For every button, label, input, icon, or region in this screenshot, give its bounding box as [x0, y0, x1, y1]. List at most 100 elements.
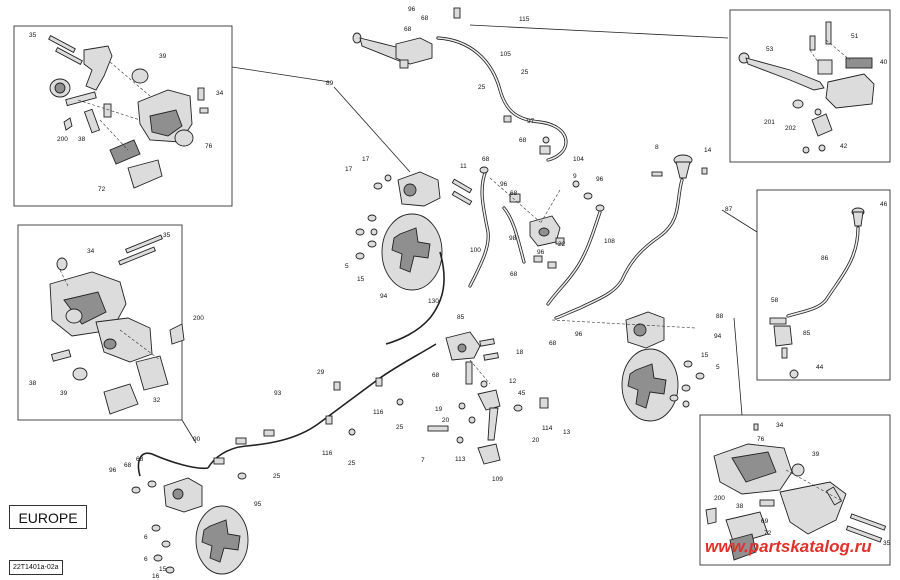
inset-right-caliper — [699, 414, 891, 566]
rear-disc-fasteners — [151, 524, 175, 574]
rear-caliper-assembly — [49, 234, 185, 415]
callout-20-a: 20 — [442, 417, 450, 424]
main-right-caliper — [625, 311, 665, 349]
callout-68-e: 68 — [510, 190, 518, 197]
callout-18: 18 — [516, 349, 524, 356]
callout-8: 8 — [655, 144, 659, 151]
brake-disc-left — [381, 213, 443, 291]
master-cylinder — [445, 331, 499, 385]
callout-38-c: 38 — [736, 503, 744, 510]
callout-114: 114 — [542, 425, 553, 432]
callout-96-c: 96 — [500, 181, 508, 188]
callout-44: 44 — [816, 364, 824, 371]
callout-15-b: 15 — [701, 352, 709, 359]
right-caliper-assembly — [705, 423, 887, 561]
callouts: 96 68 68 115 105 25 25 97 68 89 35 39 34… — [29, 6, 891, 580]
inset-leaders — [181, 24, 758, 444]
callout-15-c: 15 — [159, 566, 167, 573]
inset-foot-reservoir — [756, 189, 891, 381]
main-hand-lever — [352, 7, 568, 162]
callout-25-d: 25 — [348, 460, 356, 467]
right-disc-fasteners — [551, 319, 705, 408]
main-left-caliper — [373, 171, 441, 207]
callout-88: 88 — [716, 313, 724, 320]
callout-42: 42 — [840, 143, 848, 150]
callout-34-a: 34 — [216, 90, 224, 97]
callout-100: 100 — [470, 247, 481, 254]
callout-13: 13 — [563, 429, 571, 436]
callout-69: 69 — [761, 518, 769, 525]
callout-34-b: 34 — [87, 248, 95, 255]
callout-25-a: 25 — [521, 69, 529, 76]
inset-rear-caliper — [17, 224, 183, 421]
callout-85-a: 85 — [457, 314, 465, 321]
callout-68-h: 68 — [549, 340, 557, 347]
callout-20-b: 20 — [532, 437, 540, 444]
callout-96-a: 96 — [408, 6, 416, 13]
callout-25-b: 25 — [478, 84, 486, 91]
callout-97: 97 — [527, 118, 535, 125]
callout-93: 93 — [274, 390, 282, 397]
callout-6-a: 6 — [144, 534, 148, 541]
callout-96-b: 96 — [596, 176, 604, 183]
callout-94-b: 94 — [714, 333, 722, 340]
callout-98: 98 — [509, 235, 517, 242]
callout-68-j: 68 — [136, 456, 144, 463]
callout-200-a: 200 — [57, 136, 68, 143]
inset-front-caliper — [13, 25, 233, 207]
callout-5-a: 5 — [345, 263, 349, 270]
watermark: www.partskatalog.ru — [705, 537, 872, 556]
callout-9: 9 — [573, 173, 577, 180]
callout-116-a: 116 — [373, 409, 384, 416]
callout-39-c: 39 — [812, 451, 820, 458]
main-reservoir — [554, 154, 708, 320]
callout-12: 12 — [509, 378, 517, 385]
left-disc-fasteners — [355, 214, 378, 260]
callout-39-b: 39 — [60, 390, 68, 397]
callout-202: 202 — [785, 125, 796, 132]
callout-95: 95 — [254, 501, 262, 508]
callout-90: 90 — [193, 436, 201, 443]
brake-disc-right — [621, 348, 679, 422]
callout-76-b: 76 — [757, 436, 765, 443]
callout-87: 87 — [725, 206, 733, 213]
parking-brake-cable — [137, 251, 445, 480]
callout-96-f: 96 — [109, 467, 117, 474]
main-rear-caliper — [131, 477, 203, 513]
callout-68-f: 68 — [510, 271, 518, 278]
callout-25-e: 25 — [273, 473, 281, 480]
callout-105: 105 — [500, 51, 511, 58]
callout-68-i: 68 — [124, 462, 132, 469]
front-caliper-assembly — [48, 35, 209, 189]
callout-68-c: 68 — [519, 137, 527, 144]
callout-96-d: 96 — [537, 249, 545, 256]
brake-disc-rear — [195, 505, 249, 575]
callout-17-b: 17 — [345, 166, 353, 173]
callout-108: 108 — [604, 238, 615, 245]
reservoir-assembly — [769, 207, 865, 379]
callout-68-g: 68 — [432, 372, 440, 379]
callout-94-a: 94 — [380, 293, 388, 300]
callout-96-e: 96 — [575, 331, 583, 338]
callout-46: 46 — [880, 201, 888, 208]
callout-34-c: 34 — [776, 422, 784, 429]
callout-22: 22 — [558, 241, 566, 248]
callout-15-a: 15 — [357, 276, 365, 283]
callout-19: 19 — [435, 406, 443, 413]
callout-76-a: 76 — [205, 143, 213, 150]
region-label: EUROPE — [9, 505, 87, 529]
callout-16: 16 — [152, 573, 160, 580]
callout-29: 29 — [317, 369, 325, 376]
callout-17-a: 17 — [362, 156, 370, 163]
distribution-block — [451, 166, 605, 306]
callout-115: 115 — [519, 16, 530, 23]
brake-pedal-linkage — [427, 380, 549, 465]
callout-6-b: 6 — [144, 556, 148, 563]
callout-113: 113 — [455, 456, 466, 463]
callout-89: 89 — [326, 80, 334, 87]
callout-72-a: 72 — [98, 186, 106, 193]
callout-109: 109 — [492, 476, 503, 483]
callout-11: 11 — [460, 163, 467, 170]
callout-7: 7 — [421, 457, 425, 464]
